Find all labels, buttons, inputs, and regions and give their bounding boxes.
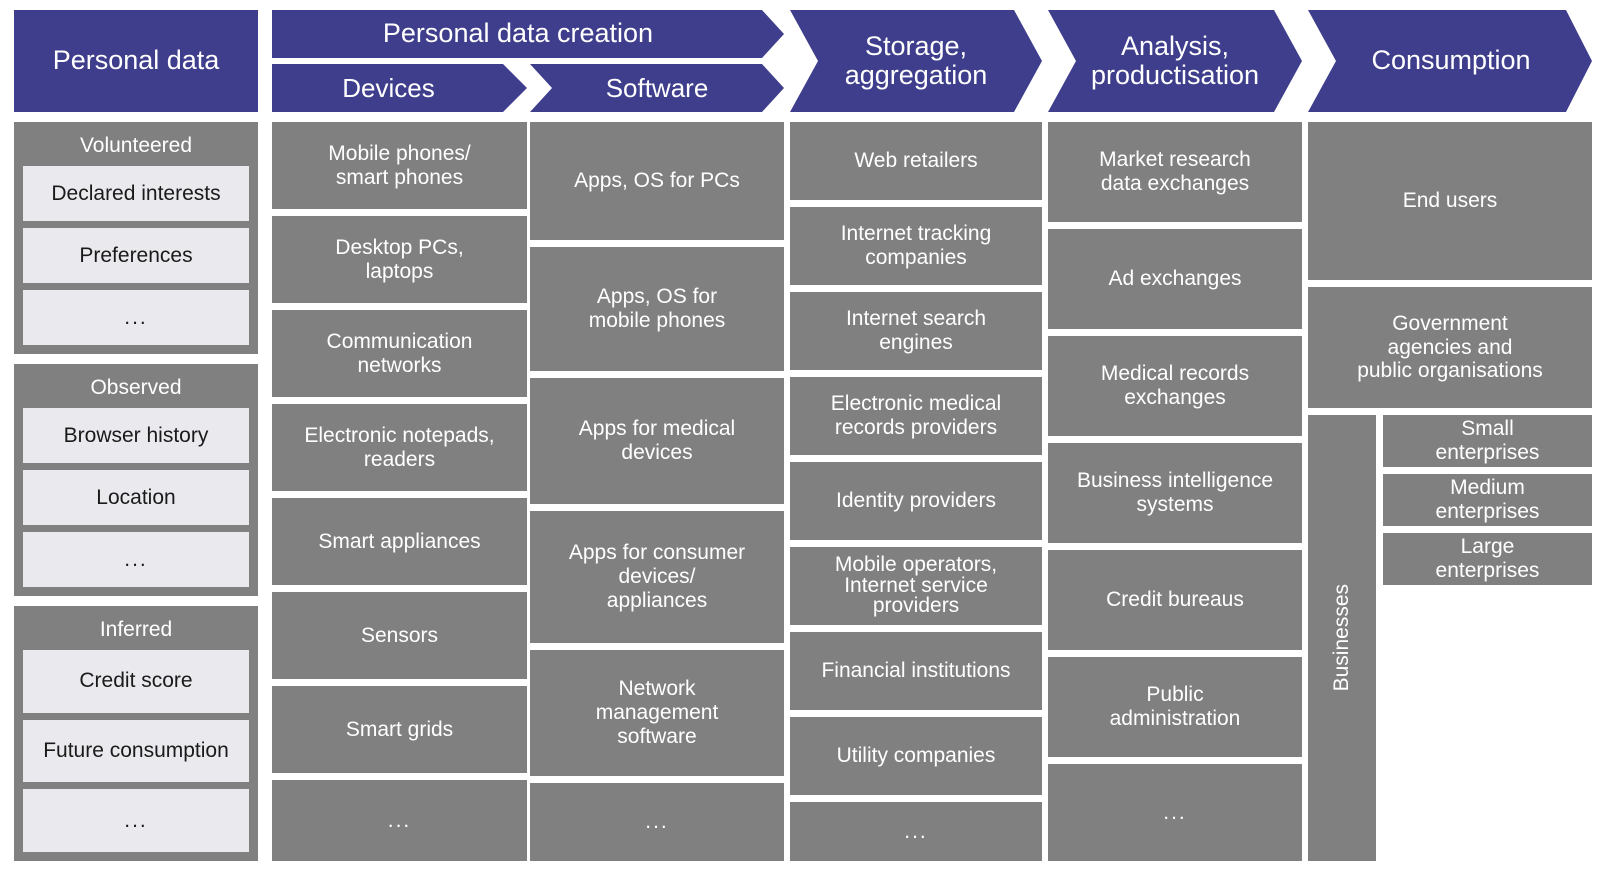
- list-item: Electronic medical records providers: [790, 377, 1042, 455]
- list-item: Electronic notepads, readers: [272, 404, 527, 491]
- list-item: ...: [530, 783, 784, 861]
- list-item: Smart appliances: [272, 498, 527, 585]
- group-observed: Observed Browser history Location ...: [14, 364, 258, 596]
- group-title: Inferred: [99, 618, 173, 641]
- list-item: ...: [790, 802, 1042, 861]
- list-item: Apps for medical devices: [530, 378, 784, 504]
- list-item: Declared interests: [23, 166, 249, 222]
- header-storage-aggregation: Storage, aggregation: [790, 10, 1042, 112]
- header-personal-data: Personal data: [14, 10, 258, 112]
- list-item: Web retailers: [790, 122, 1042, 200]
- list-item: Communication networks: [272, 310, 527, 397]
- group-inferred: Inferred Credit score Future consumption…: [14, 606, 258, 861]
- list-item: Business intelligence systems: [1048, 443, 1302, 543]
- list-item: Future consumption: [23, 719, 249, 783]
- list-item: Mobile phones/ smart phones: [272, 122, 527, 209]
- list-item: ...: [23, 290, 249, 345]
- column-personal-data: Volunteered Declared interests Preferenc…: [14, 122, 258, 861]
- list-item: Market research data exchanges: [1048, 122, 1302, 222]
- list-item: Credit score: [23, 650, 249, 713]
- column-analysis-productisation: Market research data exchanges Ad exchan…: [1048, 122, 1302, 861]
- header-personal-data-creation: Personal data creation: [272, 10, 784, 58]
- businesses-label-text: Businesses: [1330, 584, 1353, 692]
- header-devices: Devices: [272, 64, 527, 112]
- column-devices: Mobile phones/ smart phones Desktop PCs,…: [272, 122, 527, 861]
- consumption-businesses-group: Businesses Small enterprises Medium ente…: [1308, 415, 1592, 861]
- list-item: Network management software: [530, 650, 784, 776]
- list-item: ...: [1048, 764, 1302, 861]
- list-item: Location: [23, 470, 249, 526]
- group-volunteered: Volunteered Declared interests Preferenc…: [14, 122, 258, 354]
- stage-header-band: Personal data Personal data creation Dev…: [0, 0, 1600, 112]
- consumption-government-agencies: Government agencies and public organisat…: [1308, 287, 1592, 408]
- list-item: Financial institutions: [790, 632, 1042, 710]
- list-item: Internet search engines: [790, 292, 1042, 370]
- group-title: Observed: [90, 376, 182, 399]
- list-item: Apps for consumer devices/ appliances: [530, 511, 784, 643]
- list-item: Smart grids: [272, 686, 527, 773]
- list-item: Browser history: [23, 408, 249, 464]
- column-storage-aggregation: Web retailers Internet tracking companie…: [790, 122, 1042, 861]
- list-item: Preferences: [23, 228, 249, 284]
- enterprises-list: Small enterprises Medium enterprises Lar…: [1383, 415, 1592, 861]
- group-title: Volunteered: [79, 134, 193, 157]
- list-item: Sensors: [272, 592, 527, 679]
- list-item: Apps, OS for mobile phones: [530, 247, 784, 371]
- list-item: Apps, OS for PCs: [530, 122, 784, 240]
- header-software: Software: [530, 64, 784, 112]
- list-item: Identity providers: [790, 462, 1042, 540]
- list-item: Medical records exchanges: [1048, 336, 1302, 436]
- list-item: Large enterprises: [1383, 532, 1592, 585]
- list-item: Small enterprises: [1383, 415, 1592, 467]
- list-item: ...: [23, 789, 249, 853]
- list-item: Credit bureaus: [1048, 550, 1302, 650]
- list-item: ...: [23, 532, 249, 587]
- list-item: Public administration: [1048, 657, 1302, 757]
- consumption-end-users: End users: [1308, 122, 1592, 280]
- list-item: ...: [272, 780, 527, 861]
- header-analysis-productisation: Analysis, productisation: [1048, 10, 1302, 112]
- list-item: Desktop PCs, laptops: [272, 216, 527, 303]
- list-item: Internet tracking companies: [790, 207, 1042, 285]
- column-software: Apps, OS for PCs Apps, OS for mobile pho…: [530, 122, 784, 861]
- list-item: Ad exchanges: [1048, 229, 1302, 329]
- column-consumption: End users Government agencies and public…: [1308, 122, 1592, 861]
- list-item: Utility companies: [790, 717, 1042, 795]
- list-item: Mobile operators, Internet service provi…: [790, 547, 1042, 625]
- businesses-vertical-label: Businesses: [1308, 415, 1376, 861]
- header-consumption: Consumption: [1308, 10, 1592, 112]
- list-item: Medium enterprises: [1383, 473, 1592, 526]
